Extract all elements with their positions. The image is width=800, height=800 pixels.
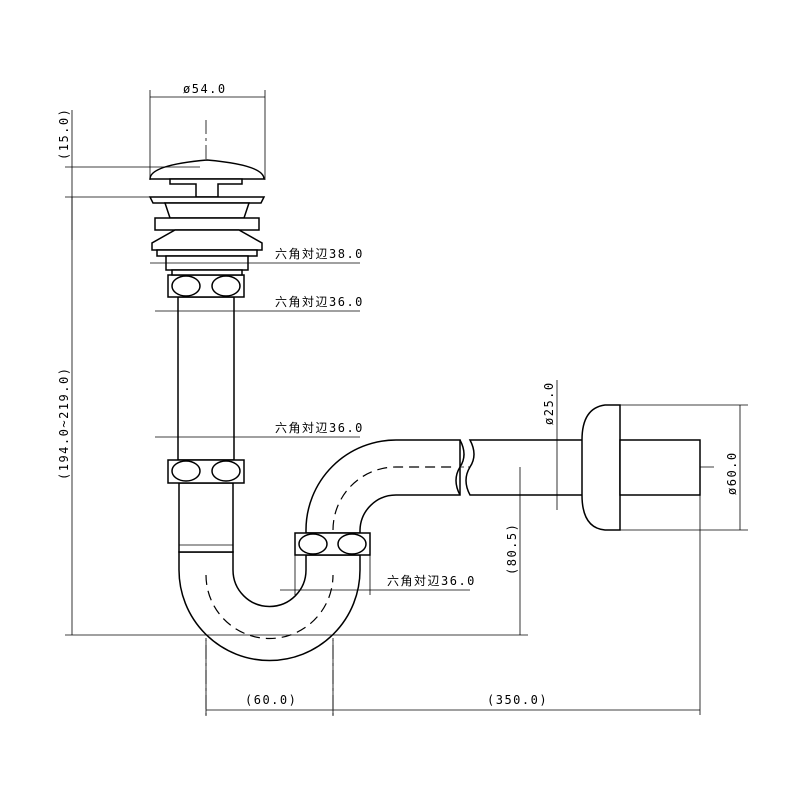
wall-pipe xyxy=(619,439,701,496)
hex-nut-middle xyxy=(167,459,245,484)
upper-tube xyxy=(177,296,235,461)
pipe-diameter-label: ø25.0 xyxy=(542,381,556,425)
hex-label-36-riser: 六角対辺36.0 xyxy=(387,574,476,588)
upper-bend xyxy=(305,439,461,534)
hex-label-36-upper: 六角対辺36.0 xyxy=(275,295,364,309)
drain-head xyxy=(148,159,266,276)
cap-diameter-label: ø54.0 xyxy=(183,82,227,96)
hex-nut-riser xyxy=(294,532,371,556)
total-height-label: (194.0~219.0) xyxy=(57,367,71,480)
horizontal-length-label: (350.0) xyxy=(487,693,548,707)
horizontal-pipe xyxy=(465,439,586,496)
hex-label-36-middle: 六角対辺36.0 xyxy=(275,421,364,435)
break-line xyxy=(455,439,465,496)
trap-width-label: (60.0) xyxy=(245,693,297,707)
trap-depth-label: (80.5) xyxy=(505,523,519,575)
lower-tube xyxy=(178,482,234,553)
flange-diameter-label: ø60.0 xyxy=(725,451,739,495)
hex-label-38: 六角対辺38.0 xyxy=(275,247,364,261)
wall-flange xyxy=(581,404,621,531)
hex-nut-upper xyxy=(167,274,245,298)
cap-height-label: (15.0) xyxy=(57,108,71,160)
u-bend xyxy=(178,551,361,662)
dimension-lines xyxy=(65,90,748,715)
